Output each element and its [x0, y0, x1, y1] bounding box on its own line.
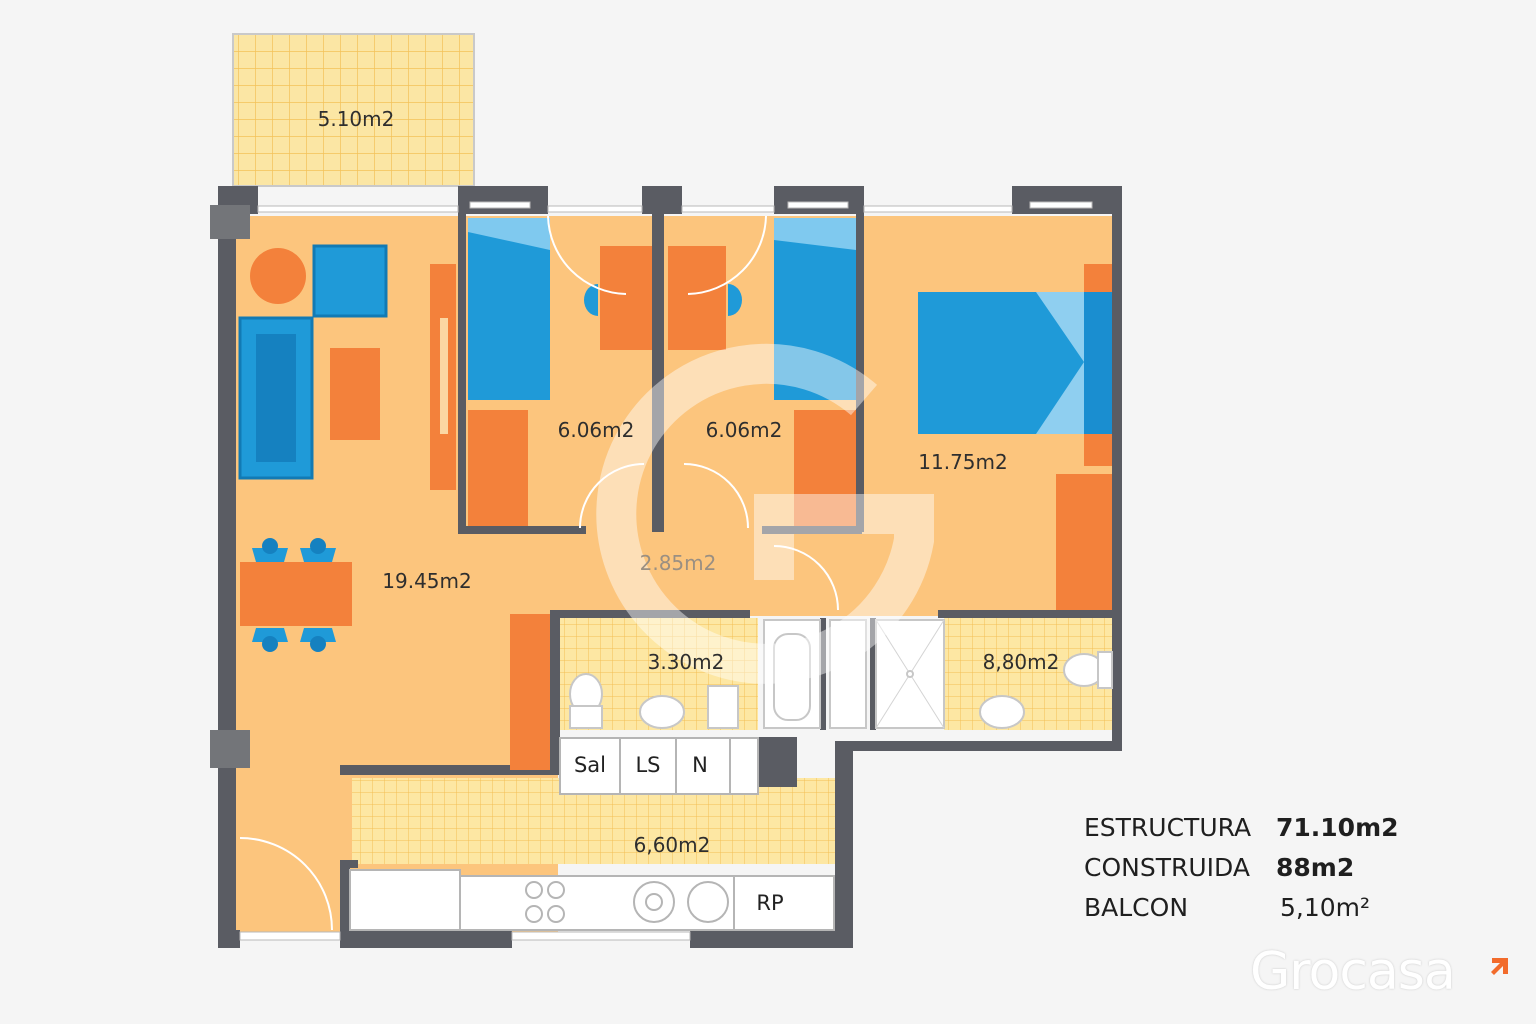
cabinet-sal-label: Sal	[573, 753, 607, 777]
summary-row-built: CONSTRUIDA 88m2	[1084, 848, 1399, 888]
living-furniture	[238, 244, 550, 770]
bathroom-1-area-label: 3.30m2	[647, 650, 725, 674]
kitchen-counters	[349, 737, 835, 931]
bathroom-fixtures	[569, 619, 1113, 729]
bedroom-2-area-label: 6.06m2	[705, 418, 783, 442]
walls	[210, 186, 1122, 948]
master-bedroom-area-label: 11.75m2	[918, 450, 1008, 474]
cabinet-rp-label: RP	[756, 891, 784, 915]
kitchen-area-label: 6,60m2	[633, 833, 711, 857]
living-area-label: 19.45m2	[382, 569, 472, 593]
summary-row-structure: ESTRUCTURA 71.10m2	[1084, 808, 1399, 848]
master-bedroom-furniture	[918, 264, 1112, 610]
windows	[239, 201, 1093, 941]
area-summary: ESTRUCTURA 71.10m2 CONSTRUIDA 88m2 BALCO…	[1084, 808, 1399, 928]
bedroom-2-furniture	[668, 218, 856, 526]
built-value: 88m2	[1276, 853, 1355, 882]
bedroom-1-area-label: 6.06m2	[557, 418, 635, 442]
cabinet-n-label: N	[692, 753, 708, 777]
balcony-area-label: 5.10m2	[317, 107, 395, 131]
balcony	[232, 33, 475, 187]
summary-row-balcony: BALCON 5,10m²	[1084, 888, 1399, 928]
balcony-label: BALCON	[1084, 893, 1189, 922]
hall-area-label: 2.85m2	[639, 551, 717, 575]
brand-logo: Grocasa	[1250, 942, 1456, 1002]
structure-label: ESTRUCTURA	[1084, 813, 1252, 842]
balcony-value: 5,10m²	[1280, 893, 1371, 922]
bathroom-2-area-label: 8,80m2	[982, 650, 1060, 674]
structure-value: 71.10m2	[1276, 813, 1399, 842]
doors	[239, 215, 839, 931]
watermark-logo	[596, 343, 934, 684]
bedroom-1-furniture	[468, 218, 652, 526]
brand-arrow-icon	[1491, 958, 1508, 975]
cabinet-ls-label: LS	[635, 753, 661, 777]
built-label: CONSTRUIDA	[1084, 853, 1250, 882]
